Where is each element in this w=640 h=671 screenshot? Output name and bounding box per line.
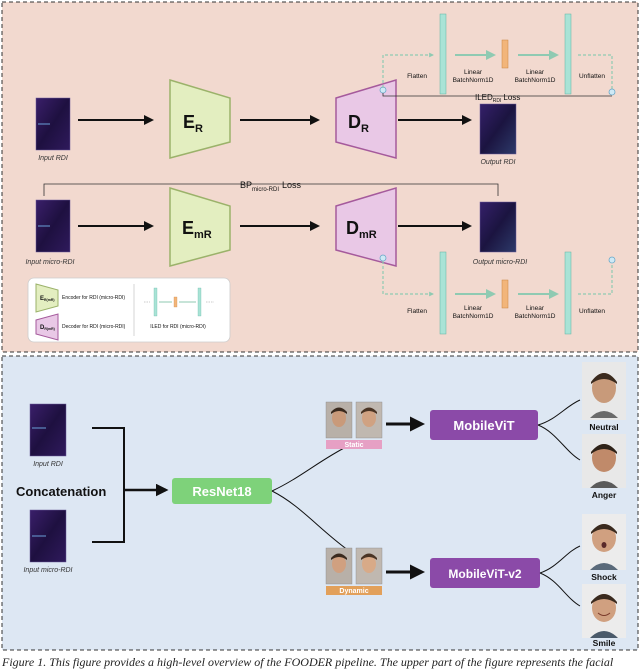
branch-to-static	[271, 445, 349, 492]
iled-bottom-input-path	[382, 261, 434, 297]
legend-enc-symbol: E	[40, 296, 44, 302]
decoder-dmr	[335, 186, 397, 267]
iled-top-output-path	[578, 54, 613, 89]
iled-bottom-end-node	[608, 256, 616, 264]
bottom-input-rdi-image	[29, 403, 67, 457]
resnet18-block	[172, 478, 272, 504]
figure-caption: Figure 1. This figure provides a high-le…	[2, 655, 614, 669]
iled-bottom-output-path	[578, 263, 613, 295]
encoder-er-sub: R	[195, 123, 203, 135]
output-micro-rdi-label: Output micro-RDI	[473, 259, 528, 266]
anger-label: Anger	[592, 490, 617, 500]
encoder-emr	[169, 186, 231, 267]
static-tag	[326, 440, 382, 449]
iled-top-linear1-a: Linear	[464, 69, 483, 76]
legend-enc-desc: Encoder for RDI (micro-RDI)	[62, 295, 125, 301]
iled-top-unflatten-label: Unflatten	[579, 73, 605, 80]
iled-loss-line	[382, 93, 612, 97]
input-micro-rdi-label: Input micro-RDI	[25, 259, 74, 266]
svg-text:ER: ER	[183, 112, 203, 135]
neutral-label: Neutral	[589, 422, 618, 432]
iled-bottom-linear2-b: BatchNorm1D	[515, 313, 556, 320]
output-rdi-label: Output RDI	[480, 159, 515, 166]
iled-bottom-linear1-b: BatchNorm1D	[453, 313, 494, 320]
legend-encoder-swatch	[35, 283, 59, 313]
output-rdi-image	[479, 103, 517, 155]
encoder-er	[169, 78, 231, 159]
decoder-dr-sub: R	[361, 123, 369, 135]
iled-bottom-linear1-a: Linear	[464, 305, 483, 312]
mobilevit-v2-block	[430, 558, 540, 588]
legend-iled-bar-2	[197, 287, 202, 317]
svg-text:DmR: DmR	[346, 218, 377, 241]
iled-top-end-node	[608, 88, 616, 96]
bottom-input-micro-rdi-label: Input micro-RDI	[23, 567, 72, 574]
legend-decoder-swatch	[35, 313, 59, 341]
encoder-emr-sub: mR	[194, 229, 212, 241]
branch-to-dynamic	[271, 490, 349, 551]
bp-loss-line	[43, 183, 499, 196]
input-rdi-label: Input RDI	[38, 155, 68, 162]
mobilevit-v2-to-shock	[539, 545, 581, 574]
iled-bottom-flatten-bar	[439, 251, 447, 335]
bottom-input-rdi-label: Input RDI	[33, 461, 63, 468]
mobilevit-v2-label: MobileViT-v2	[448, 567, 521, 581]
output-micro-rdi-image	[479, 201, 517, 253]
iled-bottom-linear-block	[501, 279, 509, 309]
legend-box	[27, 277, 231, 343]
iled-top-input-path	[382, 52, 434, 88]
decoder-dmr-sub: mR	[359, 229, 377, 241]
mobilevit-to-anger	[537, 424, 581, 461]
dynamic-tag-label: Dynamic	[339, 588, 368, 595]
iled-top-flatten-label: Flatten	[407, 73, 427, 80]
smile-label: Smile	[593, 638, 616, 648]
iled-top-linear2-a: Linear	[526, 69, 545, 76]
iled-top-linear-block	[501, 39, 509, 69]
iled-bottom-flatten-label: Flatten	[407, 308, 427, 315]
svg-text:DR: DR	[348, 112, 369, 135]
decoder-dr	[335, 78, 397, 159]
encoder-emr-main: E	[182, 218, 194, 238]
mobilevit-block	[430, 410, 538, 440]
legend-dec-symbol: D	[40, 325, 45, 331]
iled-top-unflatten-bar	[564, 13, 572, 95]
concat-bracket	[92, 427, 125, 543]
static-tag-label: Static	[344, 442, 363, 449]
legend-enc-symbol-sub: R(mR)	[44, 298, 55, 302]
iled-top-linear2-b: BatchNorm1D	[515, 77, 556, 84]
iled-top-flatten-bar	[439, 13, 447, 95]
legend-dec-desc: Decoder for RDI (micro-RDI)	[62, 324, 126, 330]
decoder-dr-main: D	[348, 112, 361, 132]
svg-text:DR(mR): DR(mR)	[40, 325, 55, 331]
concatenation-label: Concatenation	[16, 484, 106, 499]
legend-iled-bar-1	[153, 287, 158, 317]
dynamic-tag	[326, 586, 382, 595]
iled-bottom-start-node	[379, 254, 387, 262]
iled-top-linear1-b: BatchNorm1D	[453, 77, 494, 84]
bottom-panel	[1, 355, 639, 651]
resnet18-label: ResNet18	[192, 484, 251, 499]
iled-bottom-linear2-a: Linear	[526, 305, 545, 312]
mobilevit-label: MobileViT	[453, 418, 514, 433]
legend-dec-symbol-sub: R(mR)	[44, 327, 55, 331]
svg-text:ER(mR): ER(mR)	[40, 296, 55, 302]
decoder-dmr-main: D	[346, 218, 359, 238]
iled-bottom-unflatten-bar	[564, 251, 572, 335]
iled-bottom-unflatten-label: Unflatten	[579, 308, 605, 315]
shock-label: Shock	[591, 572, 617, 582]
legend-iled-mid	[173, 296, 178, 308]
legend-iled-desc: ILED for RDI (micro-RDI)	[150, 324, 206, 330]
svg-text:EmR: EmR	[182, 218, 212, 241]
mobilevit-to-neutral	[537, 399, 581, 426]
encoder-er-main: E	[183, 112, 195, 132]
mobilevit-v2-to-smile	[539, 572, 581, 607]
